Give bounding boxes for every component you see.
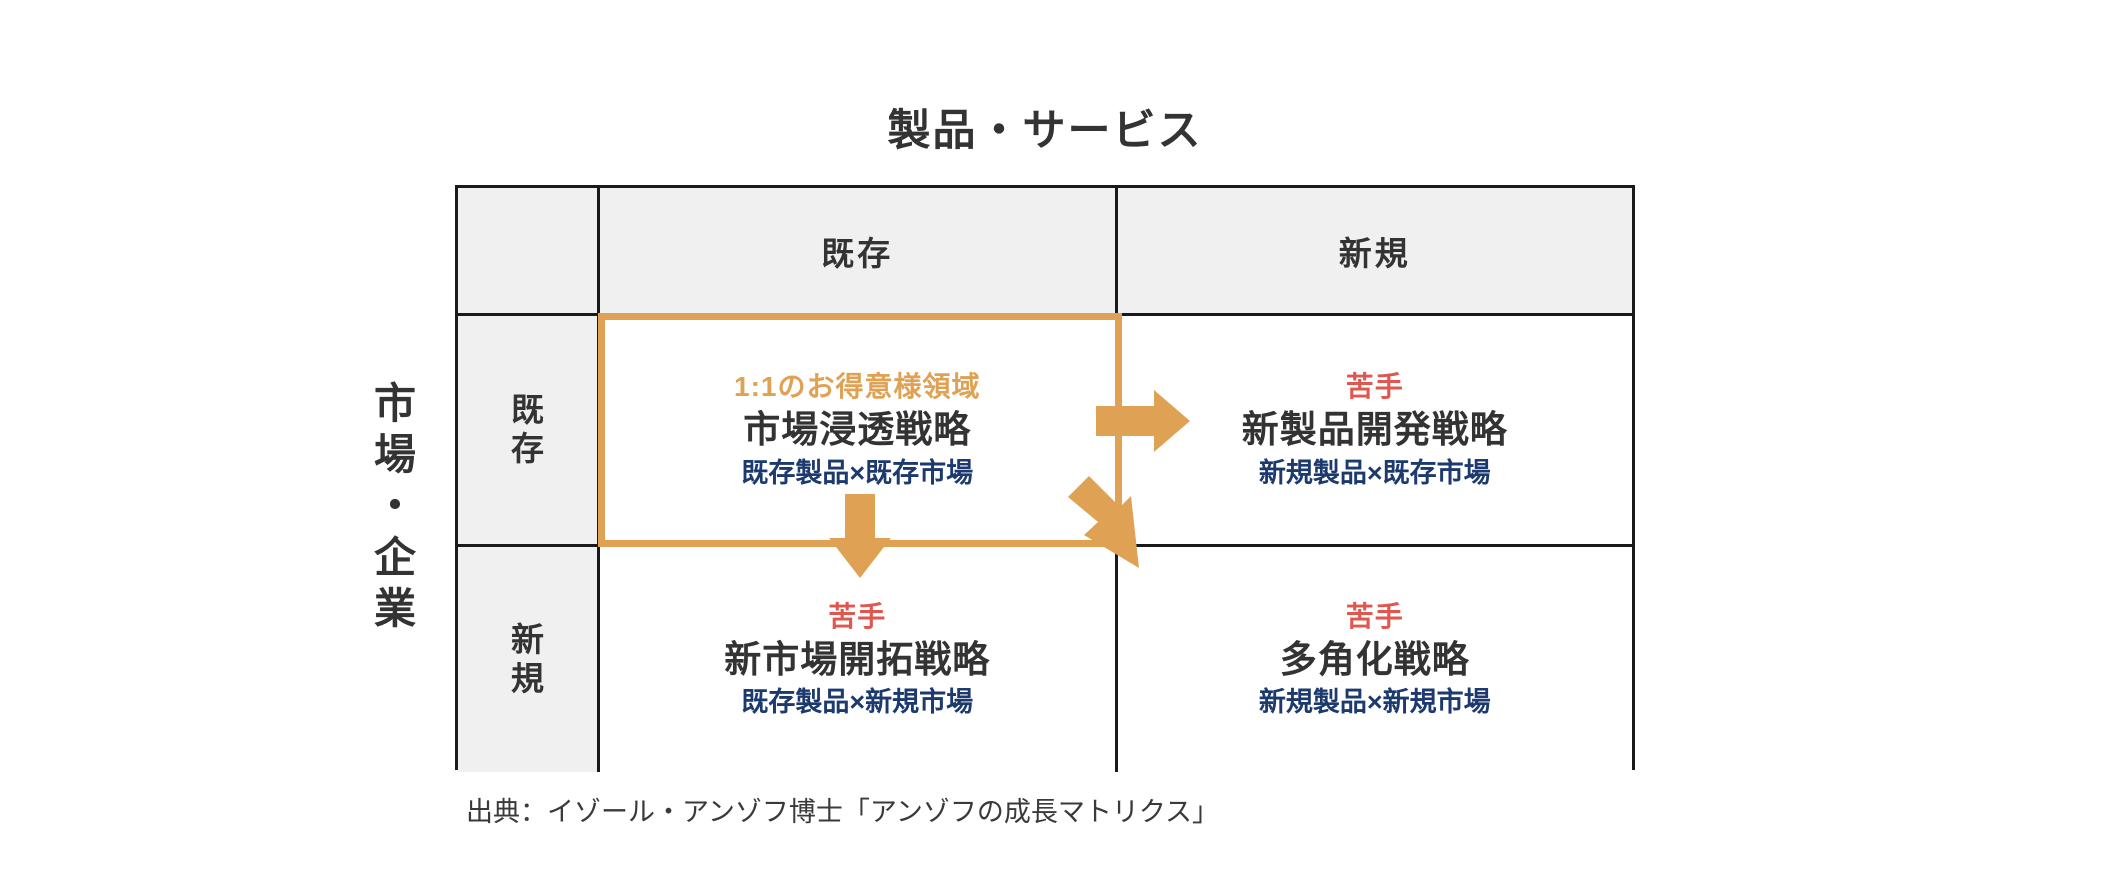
matrix-row-new-market: 新 規 苦手 新市場開拓戦略 既存製品×新規市場 苦手 多角化戦略 新規製品×新… bbox=[458, 544, 1632, 772]
row-header-new: 新 規 bbox=[458, 547, 600, 772]
row-header-char: 存 bbox=[511, 430, 544, 467]
left-axis-char: 企 bbox=[373, 533, 416, 581]
cell-tag: 苦手 bbox=[828, 600, 887, 632]
ansoff-matrix-table: 既存 新規 既 存 1:1のお得意様領域 市場浸透戦略 既存製品×既存市場 苦手… bbox=[455, 185, 1635, 772]
cell-tag: 1:1のお得意様領域 bbox=[734, 371, 981, 403]
cell-subtitle: 新規製品×新規市場 bbox=[1258, 687, 1491, 717]
source-caption: 出典：イゾール・アンゾフ博士「アンゾフの成長マトリクス」 bbox=[466, 797, 1220, 827]
cell-market-penetration[interactable]: 1:1のお得意様領域 市場浸透戦略 既存製品×既存市場 bbox=[600, 316, 1115, 544]
cell-tag: 苦手 bbox=[1345, 371, 1404, 403]
cell-subtitle: 既存製品×既存市場 bbox=[741, 457, 974, 488]
matrix-row-existing-market: 既 存 1:1のお得意様領域 市場浸透戦略 既存製品×既存市場 苦手 新製品開発… bbox=[458, 316, 1632, 544]
left-axis-title: 市 場 ・ 企 業 bbox=[360, 378, 430, 634]
cell-title: 新市場開拓戦略 bbox=[724, 638, 991, 680]
row-header-existing: 既 存 bbox=[458, 316, 600, 544]
column-header-new: 新規 bbox=[1114, 188, 1632, 313]
left-axis-char: 市 bbox=[373, 380, 416, 427]
row-header-char: 既 bbox=[511, 391, 544, 429]
row-header-char: 規 bbox=[511, 659, 544, 697]
left-axis-char: 業 bbox=[373, 584, 416, 632]
cell-tag: 苦手 bbox=[1345, 600, 1404, 632]
cell-title: 新製品開発戦略 bbox=[1241, 409, 1508, 451]
cell-title: 多角化戦略 bbox=[1279, 638, 1470, 680]
cell-subtitle: 新規製品×既存市場 bbox=[1258, 457, 1491, 488]
cell-diversification[interactable]: 苦手 多角化戦略 新規製品×新規市場 bbox=[1114, 547, 1632, 772]
row-header-char: 新 bbox=[511, 620, 544, 658]
cell-subtitle: 既存製品×新規市場 bbox=[741, 687, 974, 717]
cell-title: 市場浸透戦略 bbox=[743, 409, 972, 451]
left-axis-char: ・ bbox=[373, 482, 416, 530]
column-header-existing: 既存 bbox=[600, 188, 1115, 313]
top-axis-title: 製品・サービス bbox=[887, 107, 1203, 155]
left-axis-char: 場 bbox=[373, 431, 416, 479]
cell-market-development[interactable]: 苦手 新市場開拓戦略 既存製品×新規市場 bbox=[600, 547, 1115, 772]
matrix-corner-cell bbox=[458, 188, 600, 313]
matrix-header-row: 既存 新規 bbox=[458, 188, 1632, 316]
cell-product-development[interactable]: 苦手 新製品開発戦略 新規製品×既存市場 bbox=[1114, 316, 1632, 544]
